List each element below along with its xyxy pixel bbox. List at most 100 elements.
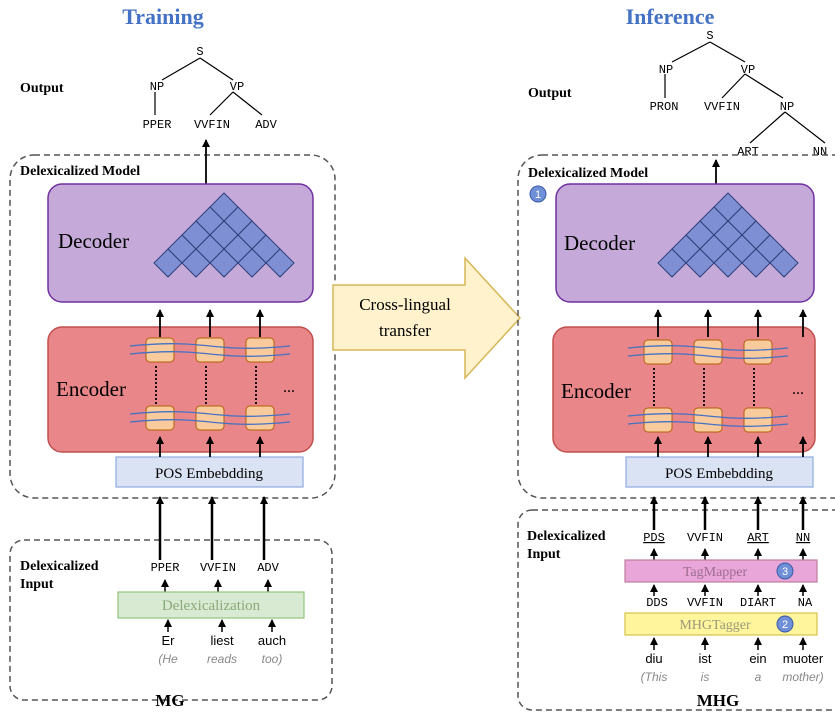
- encoder-to-decoder-arrows: [156, 309, 264, 337]
- chart-cell: [209, 248, 239, 278]
- input-tag-3: ADV: [257, 561, 279, 575]
- lstm-cell: [693, 339, 723, 365]
- encoder-cells-right: [627, 339, 789, 433]
- lstm-cell: [195, 337, 225, 363]
- tagmapper-label: TagMapper: [683, 565, 748, 580]
- mhg-gloss-2: is: [701, 670, 710, 684]
- model-label-right: Delexicalized Model: [528, 166, 648, 181]
- mhgtagger-box: [624, 612, 818, 636]
- input-tag-1: PPER: [151, 561, 180, 575]
- delex-to-tag-arrows: [161, 579, 272, 592]
- word-to-tagger-arrows: [650, 637, 807, 650]
- forward-recurrence: [627, 413, 789, 419]
- encoder-to-decoder-arrows-right: [654, 309, 807, 337]
- step-3-badge: [776, 562, 794, 580]
- chart-cell: [265, 248, 295, 278]
- delexicalized-input-box-right: [517, 509, 835, 711]
- delexicalized-input-box: [9, 539, 333, 701]
- inference-panel: Inference Output S NP VP PRON VVFIN NP A…: [517, 4, 835, 711]
- mhg-gloss-4: mother): [782, 670, 823, 684]
- encoder-ellipsis-right: ...: [792, 381, 804, 398]
- encoder-cells: [129, 337, 291, 431]
- lstm-cell: [245, 405, 275, 431]
- output-parse-tree-right: S NP VP PRON VVFIN NP ART NN: [650, 29, 828, 159]
- lstm-cell: [195, 405, 225, 431]
- transfer-line1: Cross-lingual: [359, 295, 451, 314]
- chart-cell: [237, 248, 267, 278]
- decoder-chart-grid-right: [657, 192, 799, 278]
- backward-recurrence: [627, 353, 789, 359]
- tree-node-adv: ADV: [255, 118, 277, 132]
- encoder-ellipsis: ...: [283, 379, 295, 396]
- tree-node-pper: PPER: [143, 118, 172, 132]
- lstm-cell: [145, 405, 175, 431]
- output-parse-tree: S NP VP PPER VVFIN ADV: [143, 45, 278, 132]
- decoder-label-right: Decoder: [564, 231, 635, 255]
- step-1-badge: [529, 185, 547, 203]
- tree-node-vvfin: VVFIN: [194, 118, 230, 132]
- chart-cell: [713, 248, 743, 278]
- tree-node-vp: VP: [230, 80, 244, 94]
- step-3-number: 3: [782, 566, 788, 578]
- inference-heading: Inference: [626, 4, 715, 29]
- lstm-cell: [643, 407, 673, 433]
- input-word-1: Er: [162, 633, 176, 648]
- mhg-word-4: muoter: [783, 651, 824, 666]
- pos-to-encoder-arrows-right: [654, 436, 807, 457]
- delexicalized-model-box-right: [517, 154, 835, 499]
- mhg-caption: MHG: [697, 691, 740, 710]
- lstm-cell: [145, 337, 175, 363]
- output-label-right: Output: [528, 86, 572, 101]
- mapped-tag-4: NN: [796, 531, 810, 545]
- decoder-label: Decoder: [58, 229, 129, 253]
- input-tag-2: VVFIN: [200, 561, 236, 575]
- pos-embedding-box-right: [625, 456, 814, 488]
- pos-to-encoder-arrows: [156, 436, 264, 457]
- input-word-3: auch: [258, 633, 286, 648]
- model-label: Delexicalized Model: [20, 164, 140, 179]
- mhg-word-1: diu: [645, 651, 662, 666]
- step-2-number: 2: [782, 619, 788, 631]
- chart-cell: [769, 248, 799, 278]
- word-to-delex-arrows: [164, 619, 276, 632]
- lstm-cell: [693, 407, 723, 433]
- tree-node-pron: PRON: [650, 100, 679, 114]
- backward-recurrence: [129, 419, 291, 425]
- tree-node-np: NP: [150, 80, 164, 94]
- chart-cell: [741, 248, 771, 278]
- tree-node-np: NP: [659, 63, 673, 77]
- chart-cell: [181, 248, 211, 278]
- output-label: Output: [20, 81, 64, 96]
- input-word-2: liest: [210, 633, 234, 648]
- gloss-1: (He: [158, 652, 178, 666]
- raw-tag-to-tagmapper-arrows: [650, 584, 807, 596]
- mg-caption: MG: [155, 691, 184, 710]
- input-to-pos-arrows: [156, 496, 268, 560]
- mhg-word-3: ein: [749, 651, 766, 666]
- tree-node-s: S: [196, 45, 203, 59]
- pos-embedding-box: [115, 456, 304, 488]
- tree-node-nn: NN: [813, 145, 827, 159]
- input-label-line1: Delexicalized: [20, 559, 99, 574]
- lstm-cell: [743, 407, 773, 433]
- step-2-badge: [776, 615, 794, 633]
- tree-node-vp: VP: [741, 63, 755, 77]
- tree-node-s: S: [706, 29, 713, 43]
- tagmapper-to-tag-arrows: [650, 548, 807, 560]
- transfer-line2: transfer: [379, 321, 431, 340]
- delexicalization-label: Delexicalization: [162, 598, 261, 614]
- input-label-right-line1: Delexicalized: [527, 529, 606, 544]
- training-heading: Training: [122, 4, 204, 29]
- mhg-gloss-1: (This: [641, 670, 668, 684]
- backward-recurrence: [627, 421, 789, 427]
- mhgtagger-label: MHGTagger: [679, 618, 751, 633]
- gloss-2: reads: [207, 652, 237, 666]
- tree-node-np2: NP: [780, 100, 794, 114]
- mapped-tag-2: VVFIN: [687, 531, 723, 545]
- lstm-cell: [245, 337, 275, 363]
- mapped-tag-3: ART: [747, 531, 769, 545]
- delexicalization-box: [117, 591, 305, 619]
- backward-recurrence: [129, 351, 291, 357]
- mapped-tag-1: PDS: [643, 531, 665, 545]
